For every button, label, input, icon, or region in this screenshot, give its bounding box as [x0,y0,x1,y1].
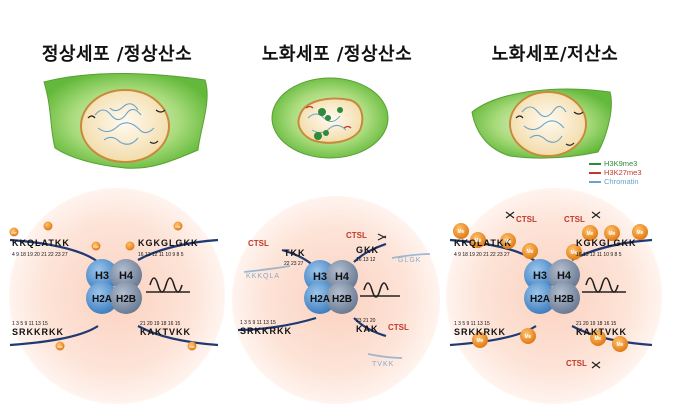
h3-label-1: H3 [95,270,109,282]
methyl-label: Me [525,334,532,340]
senescent-cell-hypoxia [471,88,612,159]
h4-label-1: H4 [119,270,134,282]
h2a-tail-residues-2: SRKKRKK [240,326,292,336]
h2a-label-2: H2A [310,294,330,305]
methyl-label: Me [527,249,534,255]
methyl-label: Me [477,338,484,344]
h3-tail-residues-3: KKQLATKK [454,238,512,248]
methyl-label: Me [571,250,578,256]
h4-tail-numbers-1: 16 13 12 11 10 9 8 5 [138,252,184,258]
panel-title-senescent-normoxia: 노화세포 /정상산소 [261,44,413,65]
methyl-label: Me [587,231,594,237]
h2b-cleaved-numbers-2: 23 21 20 [356,318,376,324]
h2b-label-3: H2B [554,294,574,305]
panel-title-senescent-hypoxia: 노화세포/저산소 [491,44,619,65]
methyl-label: Me [175,224,181,229]
h3-cleaved-residues-2: TKK [284,248,306,258]
legend-item-chromatin: Chromatin [589,177,642,186]
legend-label: Chromatin [604,177,639,186]
methyl-label: Me [458,229,465,235]
ctsl-label-2c: CTSL [388,323,409,332]
h3-tail-residues-1: KKQLATKK [12,238,70,248]
methyl-label: Me [595,336,602,342]
h4-cleaved-numbers-2: 16 13 12 [356,257,376,263]
h4-tail-numbers-3: 16 13 12 11 10 9 8 5 [576,252,622,258]
h2a-tail-numbers-1: 1 3 5 9 11 13 15 [12,321,48,327]
h2a-tail-numbers-3: 1 3 5 9 11 13 15 [454,321,490,327]
h3-tail-numbers-1: 4 9 18 19 20 21 22 23 27 [12,252,68,258]
legend-swatch [589,180,601,183]
ctsl-label-3a: CTSL [516,215,537,224]
ctsl-label-3b: CTSL [564,215,585,224]
nucleosome-panel-2 [237,233,431,359]
senescent-cell-normoxia [271,77,389,159]
h2b-label-2: H2B [332,294,352,305]
legend-label: H3K9me3 [604,159,638,168]
h3-tail-numbers-3: 4 9 18 19 20 21 22 23 27 [454,252,510,258]
nucleosome-panel-3 [449,211,653,369]
normal-cell [43,73,208,169]
h2a-tail-numbers-2: 1 3 5 9 11 13 15 [240,320,276,326]
methyl-label: Me [637,230,644,236]
methyl-label: Me [505,239,512,245]
h2b-tail-residues-3: KAKTVKK [576,327,627,337]
nucleosome-panel-1 [9,221,219,351]
h2a-tail-residues-3: SRKKRKK [454,327,506,337]
h3-cleaved-numbers-2: 22 23 27 [284,261,304,267]
h2a-label-3: H2A [530,294,550,305]
legend-label: H3K27me3 [604,168,642,177]
methyl-label: Me [93,244,99,249]
methyl-label: Me [609,231,616,237]
ctsl-label-3c: CTSL [566,359,587,368]
methyl-label: Me [57,344,63,349]
methyl-label: Me [475,238,482,244]
legend-item-h3k27me3: H3K27me3 [589,168,642,177]
legend-item-h3k9me3: H3K9me3 [589,159,642,168]
h2b-tail-numbers-3: 21 20 19 18 16 15 [576,321,617,327]
methyl-label: Me [189,344,195,349]
legend-swatch [589,171,601,174]
h4-label-2: H4 [335,271,350,283]
h4-cleaved-residues-2: GKK [356,245,379,255]
h3-fragment-2: KKKQLA [246,273,280,280]
legend-swatch [589,162,601,165]
panel-title-normal: 정상세포 /정상산소 [41,44,193,65]
h4-label-3: H4 [557,270,572,282]
legend: H3K9me3 H3K27me3 Chromatin [589,159,642,186]
h3-label-3: H3 [533,270,547,282]
h2a-label-1: H2A [92,294,112,305]
h2b-fragment-2: TVKK [372,361,394,368]
h2b-tail-numbers-1: 21 20 19 18 16 15 [140,321,181,327]
h4-fragment-2: GLGK [398,257,421,264]
methyl-label: Me [11,230,17,235]
methyl-label: Me [617,342,624,348]
h2b-label-1: H2B [116,294,136,305]
h4-tail-residues-3: KGKGLGKK [576,238,637,248]
h2a-tail-residues-1: SRKKRKK [12,327,64,337]
ctsl-label-2b: CTSL [346,231,367,240]
h2b-tail-residues-1: KAKTVKK [140,327,191,337]
h3-label-2: H3 [313,271,327,283]
h2b-cleaved-residues-2: KAK [356,324,379,334]
ctsl-label-2a: CTSL [248,239,269,248]
h4-tail-residues-1: KGKGLGKK [138,238,199,248]
